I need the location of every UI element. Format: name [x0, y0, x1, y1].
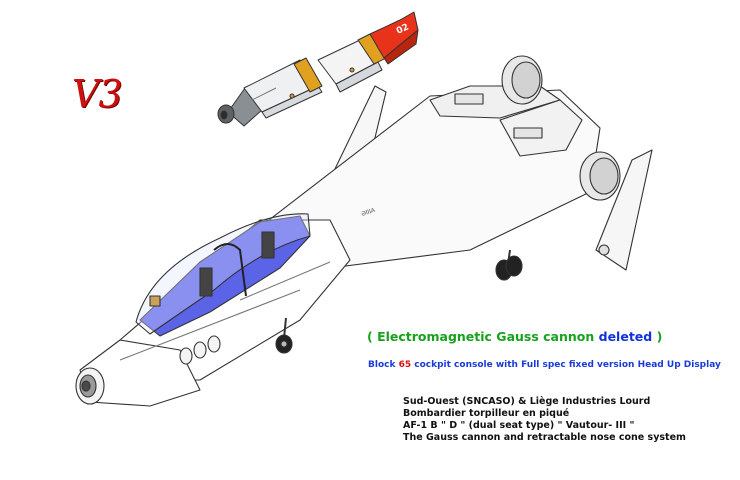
description-line-2: Bombardier torpilleur en piqué — [403, 408, 570, 419]
cockpit-caption-suffix: cockpit console with Full spec fixed ver… — [411, 360, 721, 370]
description-line-3: AF-1 B " D " (dual seat type) " Vautour-… — [403, 420, 635, 431]
description-line-1: Sud-Ouest (SNCASO) & Liège Industries Lo… — [403, 396, 651, 407]
gauss-cannon-caption: ( Electromagnetic Gauss cannon deleted ) — [367, 329, 662, 344]
v3-logo: V3 — [72, 72, 123, 116]
cockpit-caption: Block 65 cockpit console with Full spec … — [368, 360, 721, 370]
cockpit-caption-number: 65 — [398, 360, 412, 370]
aircraft-description: Sud-Ouest (SNCASO) & Liège Industries Lo… — [403, 396, 686, 444]
gauss-caption-close: ) — [652, 329, 663, 344]
aircraft-body — [75, 55, 653, 407]
nose-marking: ƏIIIA — [360, 207, 376, 218]
cockpit-caption-prefix: Block — [368, 360, 399, 370]
gauss-caption-highlight: deleted — [598, 329, 653, 344]
description-line-4: The Gauss cannon and retractable nose co… — [403, 432, 686, 443]
missile-marking: 02 — [395, 22, 411, 36]
missile-illustration — [217, 11, 419, 127]
gauss-caption-open: ( Electromagnetic Gauss cannon — [367, 329, 599, 344]
